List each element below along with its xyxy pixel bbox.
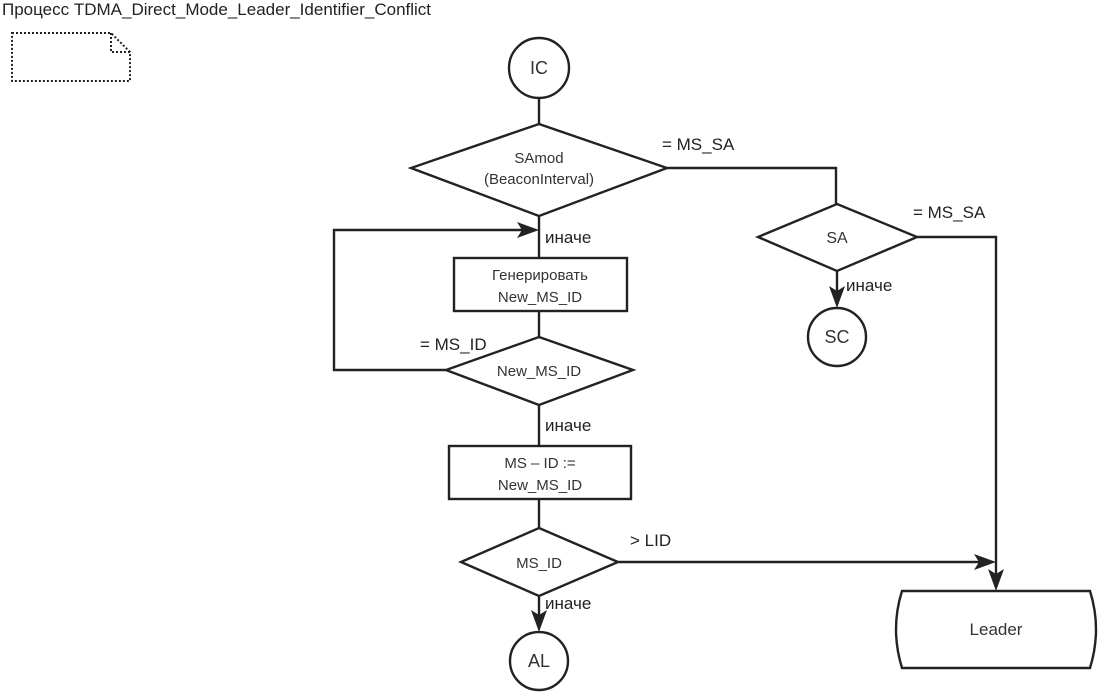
edge-samod-eq-label: = MS_SA — [662, 135, 735, 154]
node-samod-line1: SAmod — [514, 150, 563, 167]
node-ic-label: IC — [530, 58, 548, 78]
node-new-ms-id-label: New_MS_ID — [497, 363, 581, 380]
arrowhead-al — [531, 610, 547, 632]
edge-samod-else-label: иначе — [545, 228, 591, 247]
edge-new-ms-id-eq-label: = MS_ID — [420, 335, 487, 354]
arrowhead-loop — [517, 222, 539, 238]
edge-samod-sa — [667, 166, 838, 204]
arrowhead-msid-leader — [974, 554, 996, 570]
node-sa[interactable]: SA — [754, 202, 921, 273]
node-leader-label: Leader — [970, 620, 1023, 639]
node-assign-line2: New_MS_ID — [498, 477, 582, 494]
node-generate-line1: Генерировать — [492, 267, 588, 284]
node-leader[interactable]: Leader — [894, 589, 1098, 670]
node-samod-line2: (BeaconInterval) — [484, 171, 594, 188]
node-assign[interactable]: MS – ID := New_MS_ID — [447, 444, 633, 501]
node-generate[interactable]: Генерировать New_MS_ID — [452, 256, 629, 313]
process-title: Процесс TDMA_Direct_Mode_Leader_Identifi… — [2, 0, 432, 19]
edge-sa-eq-label: = MS_SA — [913, 203, 986, 222]
edge-ms-id-gt-label: > LID — [630, 531, 671, 550]
node-ic[interactable]: IC — [507, 36, 571, 100]
node-generate-line2: New_MS_ID — [498, 289, 582, 306]
arrowhead-sc — [829, 286, 845, 308]
node-sc[interactable]: SC — [806, 306, 868, 368]
edge-sa-leader — [917, 235, 998, 580]
edge-loop-back — [332, 228, 528, 372]
edge-ms-id-else-label: иначе — [545, 594, 591, 613]
node-sa-label: SA — [826, 230, 848, 247]
node-ms-id[interactable]: MS_ID — [457, 526, 622, 598]
node-assign-line1: MS – ID := — [504, 455, 576, 472]
node-ms-id-label: MS_ID — [516, 555, 562, 572]
comment-symbol — [11, 32, 131, 82]
edge-sa-else-label: иначе — [846, 276, 892, 295]
node-samod[interactable]: SAmod (BeaconInterval) — [407, 122, 671, 218]
node-al[interactable]: AL — [508, 630, 570, 692]
edge-new-ms-id-else-label: иначе — [545, 416, 591, 435]
arrowhead-sa-leader — [988, 569, 1004, 591]
node-sc-label: SC — [824, 327, 849, 347]
node-al-label: AL — [528, 651, 550, 671]
